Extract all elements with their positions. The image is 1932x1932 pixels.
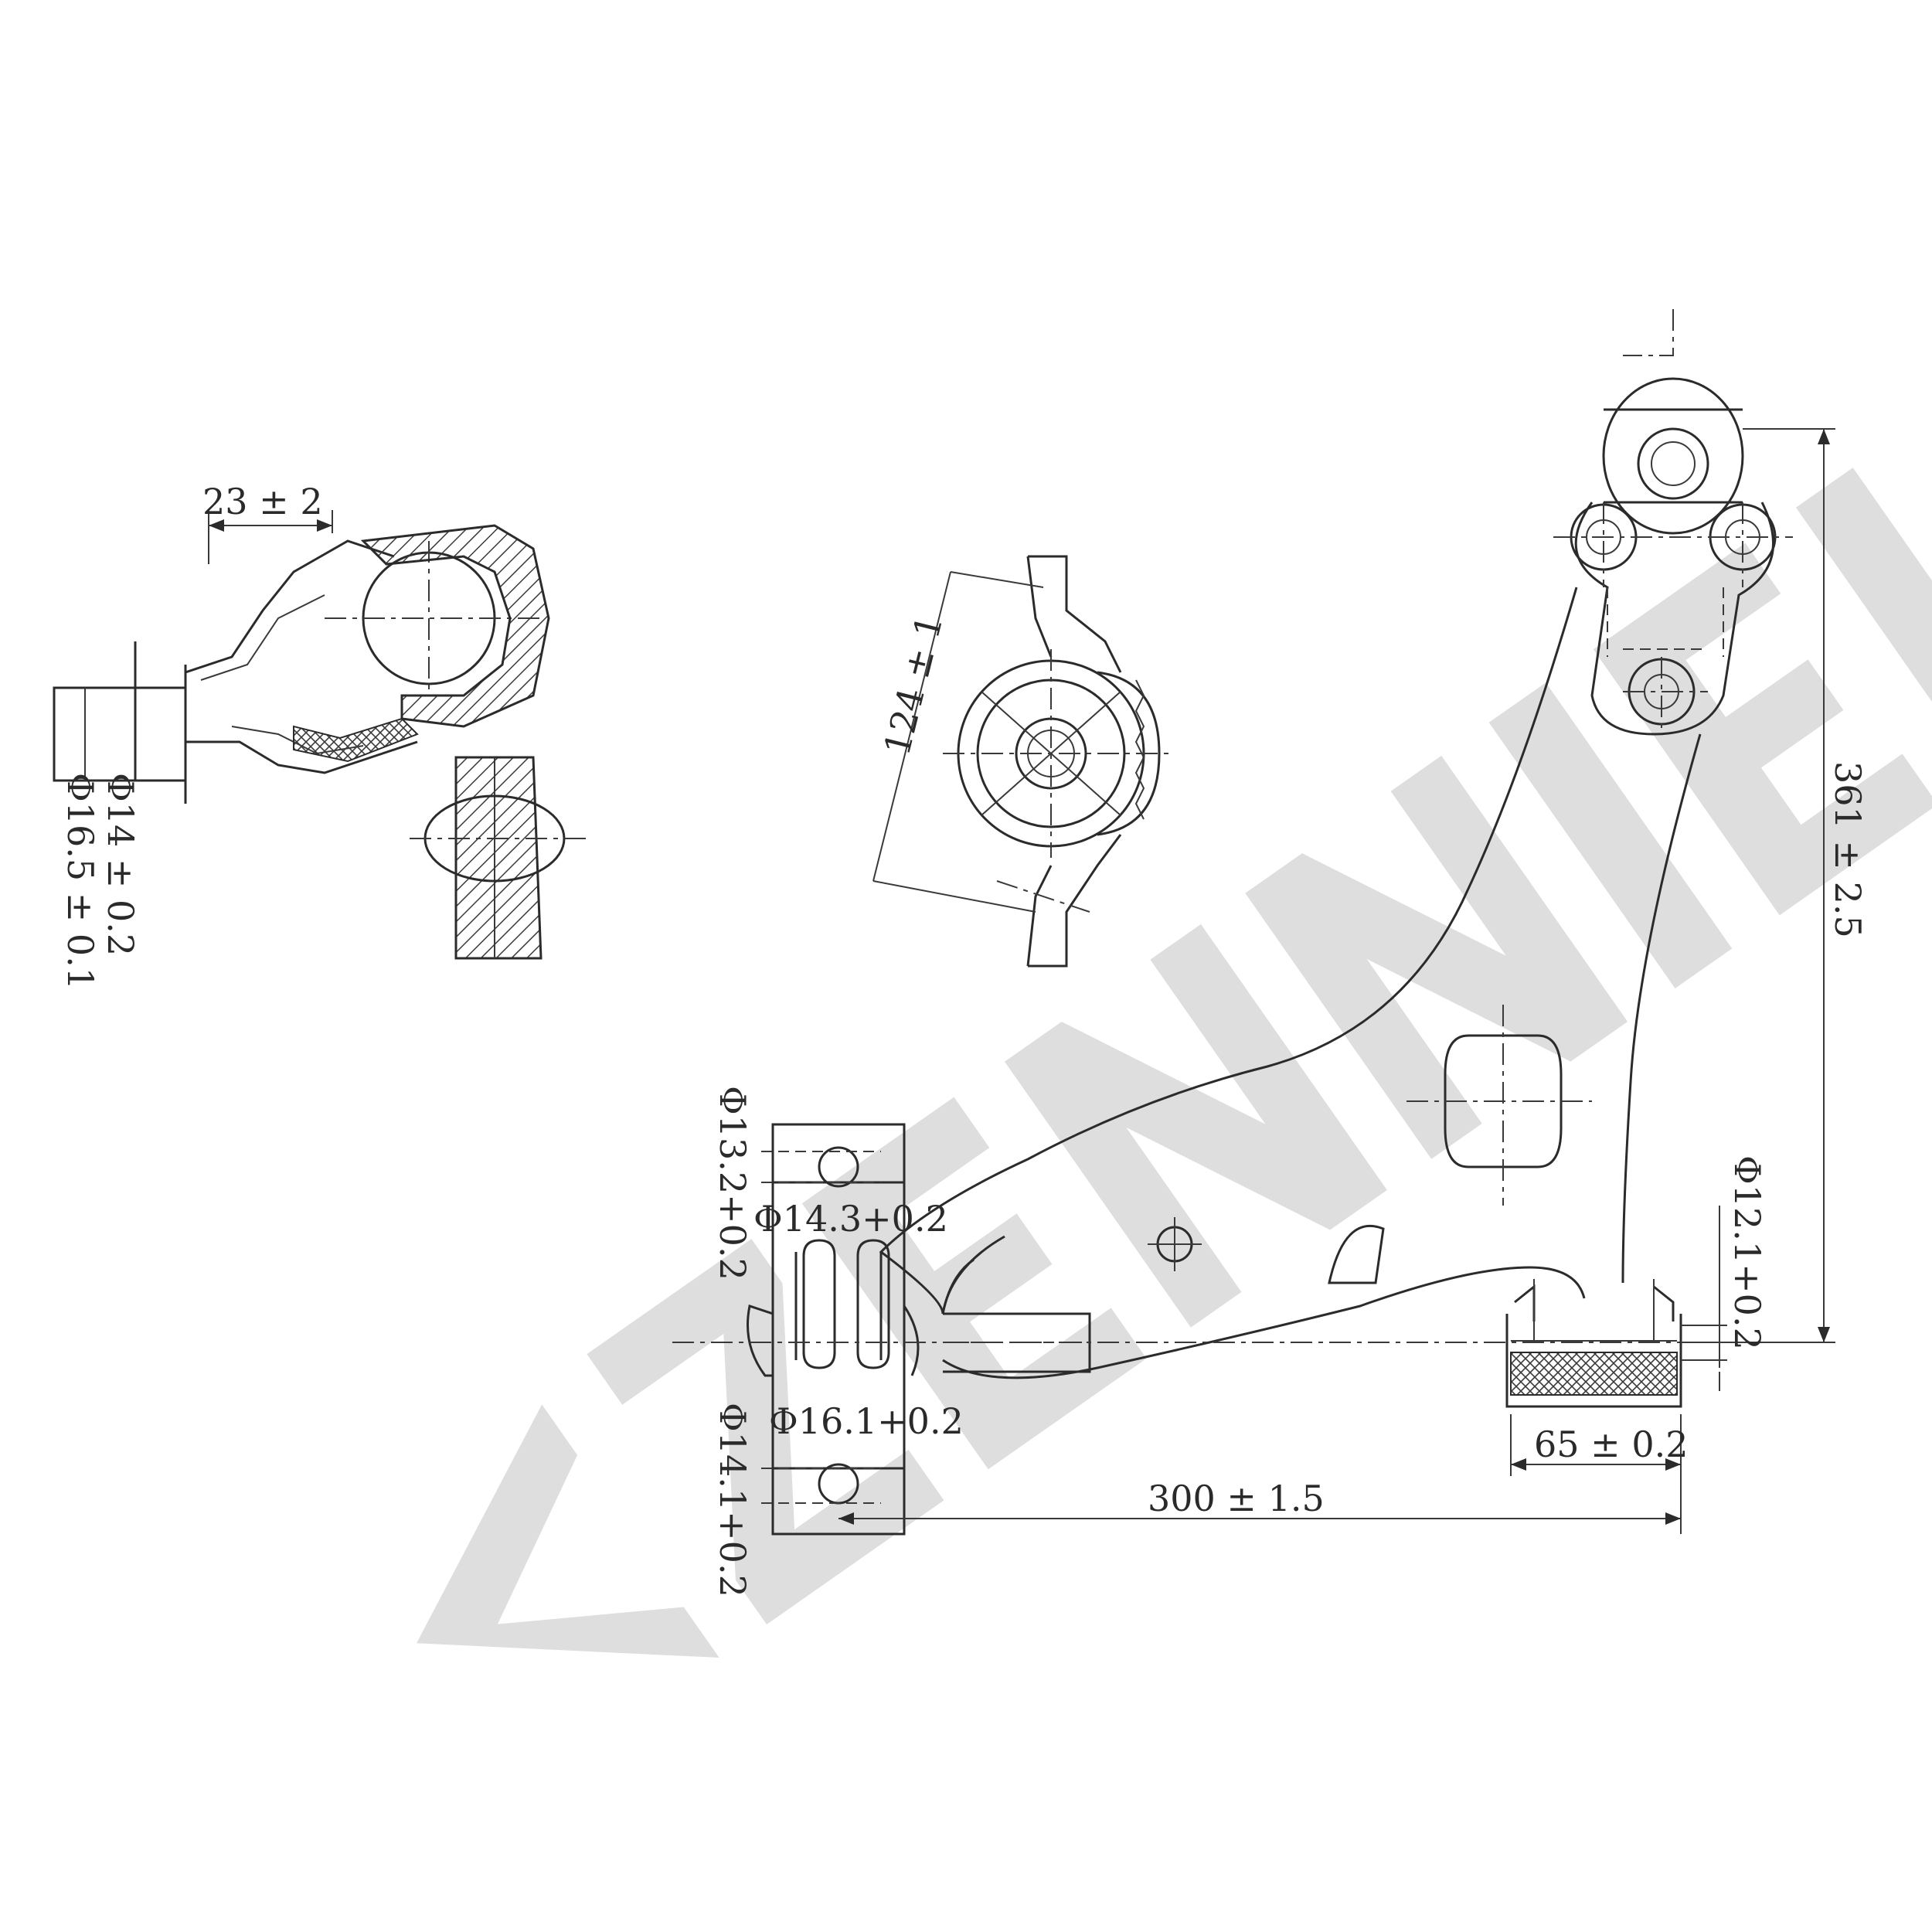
dim-ball-joint-inner-dia: Φ14 ± 0.2 bbox=[100, 773, 141, 956]
watermark-letter-z bbox=[587, 1239, 944, 1625]
watermark-letter-k bbox=[1795, 352, 1932, 774]
dim-arm-height: 361 ± 2.5 bbox=[1827, 761, 1869, 938]
dim-arm-length: 300 ± 1.5 bbox=[1148, 1478, 1325, 1519]
watermark-letter-e1 bbox=[801, 1097, 1147, 1470]
watermark-letter-e2 bbox=[1593, 543, 1932, 916]
ball-joint-section: 23 ± 2 Φ14 ± 0.2 Φ16.5 ± 0.1 bbox=[53, 481, 587, 990]
oval-cutout-icon bbox=[1444, 1034, 1563, 1168]
watermark-letter-i bbox=[1488, 682, 1733, 988]
watermark bbox=[417, 352, 1932, 1658]
bushing-section: 124 ± 1 bbox=[872, 555, 1175, 968]
dim-front-hole-top: Φ13.2+0.2 bbox=[712, 1086, 753, 1281]
dim-front-hole-bottom: Φ14.1+0.2 bbox=[712, 1403, 753, 1597]
dim-bushing-height: 124 ± 1 bbox=[876, 611, 951, 759]
watermark-letter-n1 bbox=[1004, 923, 1387, 1328]
dim-rear-bushing-width: 65 ± 0.2 bbox=[1534, 1423, 1688, 1465]
top-ball-joint-icon bbox=[1602, 377, 1744, 535]
dim-rear-bushing-dia: Φ12.1+0.2 bbox=[1726, 1155, 1768, 1350]
watermark-letter-n2 bbox=[1245, 755, 1628, 1159]
dim-front-hole-lower: Φ16.1+0.2 bbox=[769, 1400, 964, 1442]
control-arm bbox=[672, 309, 1793, 1536]
watermark-chevron bbox=[417, 1404, 719, 1658]
dim-ball-joint-outer-dia: Φ16.5 ± 0.1 bbox=[60, 773, 101, 990]
front-hole-top-icon bbox=[818, 1146, 859, 1188]
arm-dimensions: 361 ± 2.5 Φ12.1+0.2 65 ± 0.2 300 ± 1.5 Φ… bbox=[712, 428, 1869, 1597]
front-hole-bottom-icon bbox=[818, 1463, 859, 1505]
dim-front-hole-mid: Φ14.3+0.2 bbox=[753, 1198, 948, 1240]
dim-ball-joint-length: 23 ± 2 bbox=[202, 481, 323, 522]
